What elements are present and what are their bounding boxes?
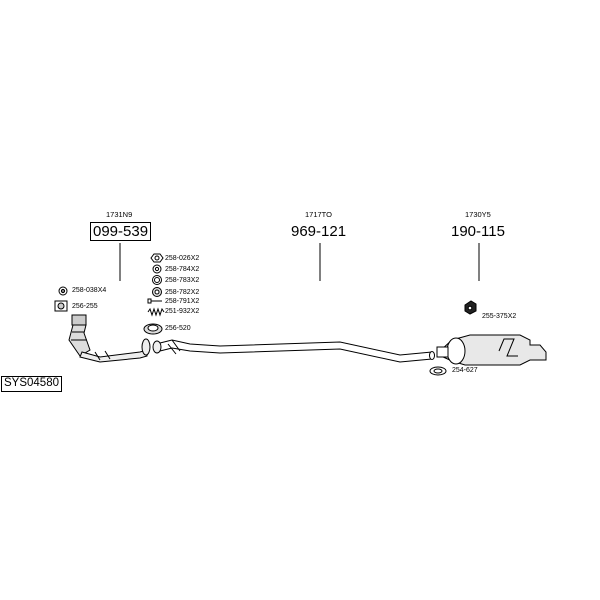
- flange-gasket-icon: [54, 300, 68, 312]
- catalytic-converter-illustration: [68, 314, 151, 363]
- part-label-256-520[interactable]: 256-520: [165, 325, 191, 332]
- clamp-ring-icon: [429, 366, 447, 376]
- spring-icon: [152, 275, 162, 285]
- part-number-rear-silencer[interactable]: 190-115: [451, 223, 505, 240]
- clamp-icon: [152, 287, 162, 297]
- part-label-258-038x4[interactable]: 258-038X4: [72, 287, 107, 294]
- rear-silencer-illustration: [436, 334, 547, 366]
- rubber-mount-icon: [464, 300, 477, 315]
- middle-pipe-illustration: [152, 339, 435, 363]
- part-number-catalyst[interactable]: 099-539: [90, 222, 152, 241]
- system-code-label: SYS04580: [1, 376, 62, 392]
- nut-icon: [58, 286, 68, 296]
- ref-code-middle-pipe: 1717TO: [305, 210, 332, 219]
- part-label-258-783x2[interactable]: 258-783X2: [165, 277, 200, 284]
- ref-code-rear-silencer: 1730Y5: [465, 210, 491, 219]
- part-label-251-932x2[interactable]: 251-932X2: [165, 308, 200, 315]
- bolt-icon: [147, 298, 162, 304]
- part-label-254-627[interactable]: 254-627: [452, 367, 478, 374]
- part-label-255-375x2[interactable]: 255-375X2: [482, 313, 517, 320]
- part-label-258-026x2[interactable]: 258-026X2: [165, 255, 200, 262]
- gasket-ring-icon: [143, 323, 163, 335]
- spring-coil-icon: [147, 307, 165, 317]
- washer-icon: [152, 264, 162, 274]
- part-label-258-784x2[interactable]: 258-784X2: [165, 266, 200, 273]
- hex-nut-icon: [150, 253, 164, 263]
- ref-code-catalyst: 1731N9: [106, 210, 133, 219]
- part-label-258-782x2[interactable]: 258-782X2: [165, 289, 200, 296]
- part-label-258-791x2[interactable]: 258-791X2: [165, 298, 200, 305]
- part-label-256-255[interactable]: 256-255: [72, 303, 98, 310]
- part-number-middle-pipe[interactable]: 969-121: [291, 223, 347, 240]
